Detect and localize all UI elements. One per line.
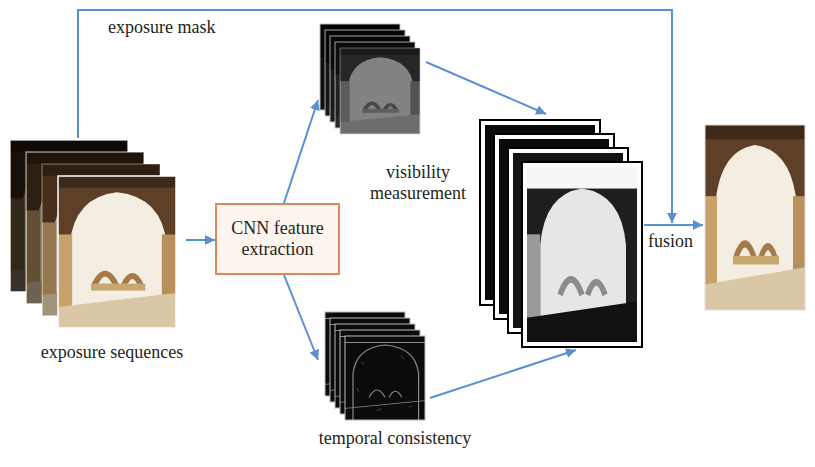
art-part: [644, 224, 703, 226]
node-label: visibility measurement: [362, 162, 474, 204]
art-part: [58, 176, 176, 328]
flow-arrows: [78, 10, 703, 398]
node-label: exposure sequences: [41, 342, 183, 363]
art-part: [430, 350, 576, 398]
image-stack: visibility measurement: [318, 22, 476, 206]
art-part: [522, 162, 642, 347]
temporal-stack: [325, 312, 425, 420]
node-label: temporal consistency: [319, 428, 471, 449]
visibility-stack: [320, 24, 420, 134]
art-part: [78, 10, 672, 223]
art-part: [58, 176, 176, 328]
art-part: [345, 336, 425, 420]
exposure-stack: [10, 140, 176, 328]
node-label: CNN feature extraction: [225, 218, 330, 260]
process-box: CNN feature extraction: [215, 203, 340, 275]
art-part: [340, 48, 420, 134]
art-part: [345, 336, 425, 420]
weight-map-stack: [480, 120, 642, 347]
art-part: [705, 125, 805, 310]
flow-label: fusion: [646, 231, 695, 252]
flow-arrow: [284, 275, 318, 360]
art-part: [426, 62, 546, 114]
flow-label: exposure mask: [106, 17, 217, 38]
image-stack: temporal consistency: [318, 312, 474, 451]
flow-arrow: [186, 239, 215, 241]
art-part: [527, 167, 637, 342]
art-part: [705, 125, 805, 310]
flow-arrow: [284, 100, 318, 203]
fused-image: [705, 125, 805, 310]
image-stack: exposure sequences: [10, 140, 186, 365]
art-part: [340, 48, 420, 134]
